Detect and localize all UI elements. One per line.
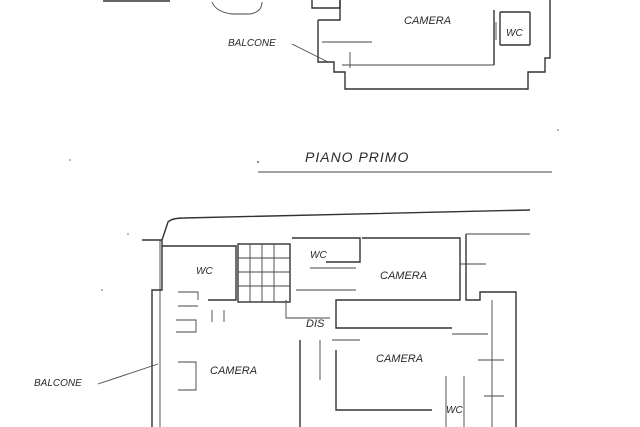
lower-wc-right-walls bbox=[445, 376, 465, 427]
lower-room-label-camera-left: CAMERA bbox=[210, 365, 257, 377]
upper-room-label-wc: WC bbox=[506, 28, 523, 39]
upper-left-wall bbox=[318, 0, 341, 21]
upper-wc-partition bbox=[493, 10, 531, 65]
lower-room-label-wc-left: WC bbox=[196, 266, 213, 277]
lower-top-wc-walls bbox=[292, 237, 361, 263]
lower-camera-left-marks bbox=[211, 310, 225, 322]
lower-room-label-wc-bottom: WC bbox=[446, 405, 463, 416]
lower-room-label-camera-top: CAMERA bbox=[380, 270, 427, 282]
upper-curve-detail bbox=[211, 1, 263, 15]
lower-left-notch-2 bbox=[178, 361, 197, 391]
lower-left-outer-wall bbox=[142, 239, 163, 427]
upper-stair-notch bbox=[311, 0, 341, 9]
lower-balcony-label: BALCONE bbox=[34, 378, 82, 389]
lower-room-label-dis: DIS bbox=[306, 318, 325, 330]
lower-right-marks bbox=[478, 359, 504, 397]
lower-left-wc-door bbox=[178, 291, 199, 307]
scan-dot bbox=[127, 233, 129, 235]
upper-floor-plan: CAMERA WC BALCONE bbox=[103, 0, 551, 90]
scan-dot bbox=[69, 159, 71, 161]
lower-left-wc-walls bbox=[162, 245, 237, 301]
lower-balcony-leader bbox=[97, 363, 159, 385]
lower-camera-right-walls bbox=[335, 350, 432, 411]
lower-dis-wall bbox=[285, 300, 330, 319]
lower-room-label-camera-right: CAMERA bbox=[376, 353, 423, 365]
lower-room-label-wc-top: WC bbox=[310, 250, 327, 261]
stair-block bbox=[237, 243, 291, 303]
upper-outer-wall bbox=[317, 0, 551, 90]
lower-camera-top-walls bbox=[335, 237, 461, 329]
upper-balcony-label: BALCONE bbox=[228, 38, 276, 49]
upper-balcony-leader bbox=[291, 43, 329, 63]
lower-top-outline bbox=[161, 209, 531, 241]
section-title-group: PIANO PRIMO bbox=[258, 149, 552, 173]
scan-dot bbox=[257, 161, 259, 163]
lower-right-outer-wall bbox=[465, 234, 517, 427]
lower-floor-plan: WC WC CAMERA DIS CAMERA CAMERA WC BALCON… bbox=[34, 129, 559, 427]
scan-dot bbox=[557, 129, 559, 131]
upper-room-label-camera: CAMERA bbox=[404, 15, 451, 27]
lower-left-notch bbox=[176, 319, 197, 333]
section-title: PIANO PRIMO bbox=[305, 149, 409, 165]
stair-outline bbox=[237, 243, 291, 303]
scan-dot bbox=[101, 289, 103, 291]
